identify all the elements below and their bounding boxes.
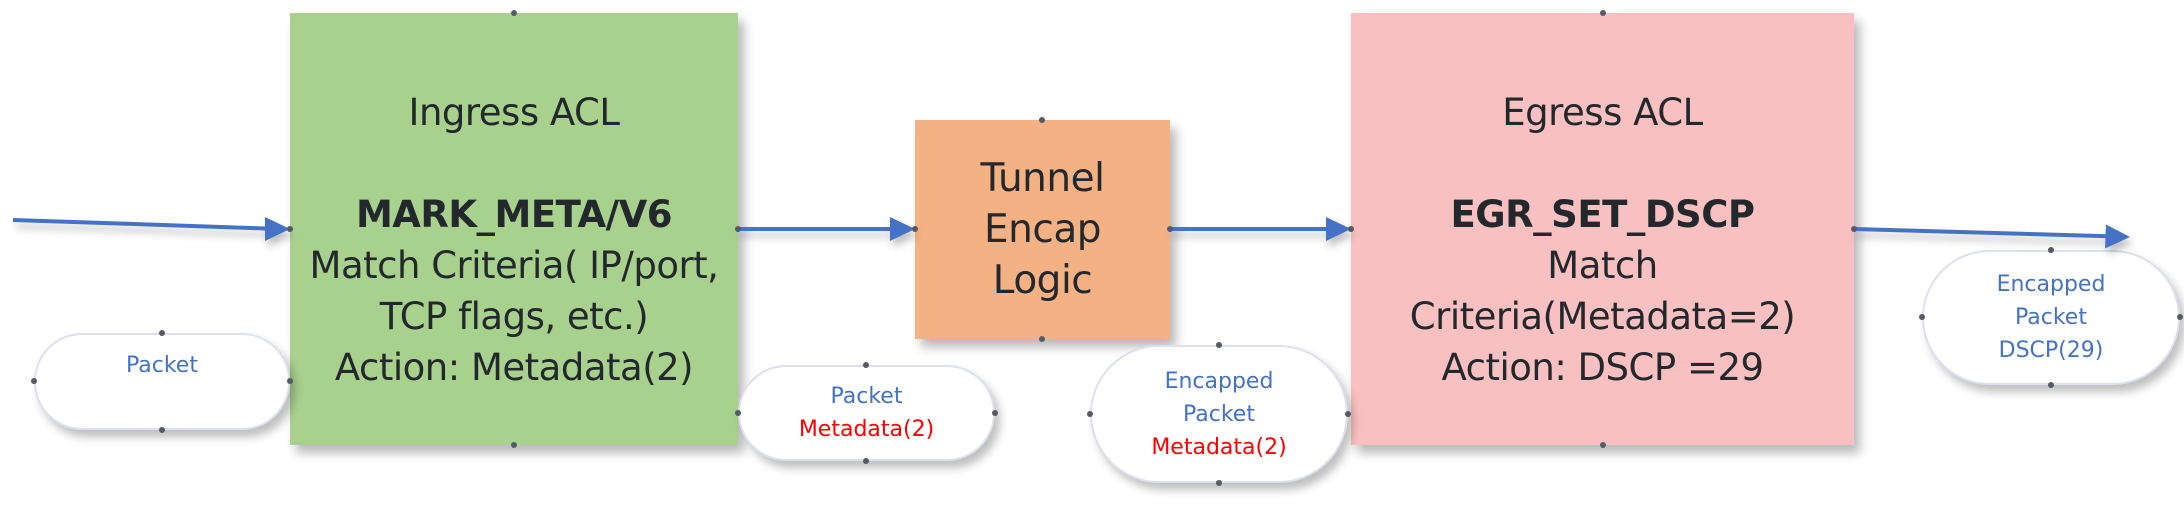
egress-acl-title: Egress ACL bbox=[1502, 91, 1703, 134]
encapped-text: Encapped bbox=[1996, 272, 2106, 297]
packet-text: Packet bbox=[2015, 305, 2087, 330]
arrowhead-icon bbox=[890, 217, 915, 241]
ingress-match-criteria-line2: TCP flags, etc.) bbox=[379, 295, 649, 338]
arrow-egress-to-output bbox=[1853, 227, 2109, 239]
connector-handle[interactable] bbox=[287, 226, 293, 232]
egress-rule-name: EGR_SET_DSCP bbox=[1450, 193, 1755, 236]
connector-handle[interactable] bbox=[1919, 314, 1925, 320]
encapped-packet-dscp-label[interactable]: Encapped Packet DSCP(29) bbox=[1922, 250, 2180, 385]
input-packet-label[interactable]: Packet bbox=[34, 333, 290, 430]
ingress-acl-box[interactable]: Ingress ACL MARK_META/V6 Match Criteria(… bbox=[290, 13, 738, 445]
connector-handle[interactable] bbox=[863, 458, 869, 464]
packet-text: Packet bbox=[830, 384, 903, 409]
egress-match-criteria-line2: Criteria(Metadata=2) bbox=[1409, 295, 1796, 338]
encapped-text: Encapped bbox=[1164, 368, 1274, 394]
tunnel-label-line1: Tunnel bbox=[980, 156, 1105, 201]
egress-acl-box[interactable]: Egress ACL EGR_SET_DSCP Match Criteria(M… bbox=[1351, 13, 1854, 445]
connector-handle[interactable] bbox=[1216, 342, 1222, 348]
connector-handle[interactable] bbox=[2177, 314, 2183, 320]
connector-handle[interactable] bbox=[1600, 10, 1606, 16]
arrowhead-icon bbox=[2105, 224, 2130, 249]
packet-text: Packet bbox=[1183, 401, 1255, 427]
egress-action: Action: DSCP =29 bbox=[1441, 346, 1764, 389]
connector-handle[interactable] bbox=[1039, 117, 1045, 123]
connector-handle[interactable] bbox=[511, 442, 517, 448]
packet-metadata-label[interactable]: Packet Metadata(2) bbox=[738, 365, 995, 461]
encapped-packet-metadata-label[interactable]: Encapped Packet Metadata(2) bbox=[1090, 345, 1348, 483]
connector-handle[interactable] bbox=[863, 362, 869, 368]
connector-handle[interactable] bbox=[2048, 247, 2054, 253]
connector-handle[interactable] bbox=[1348, 226, 1354, 232]
connector-handle[interactable] bbox=[1345, 411, 1351, 417]
dscp-text: DSCP(29) bbox=[1998, 338, 2104, 363]
connector-handle[interactable] bbox=[1600, 442, 1606, 448]
connector-handle[interactable] bbox=[1216, 480, 1222, 486]
connector-handle[interactable] bbox=[2048, 382, 2054, 388]
ingress-acl-title: Ingress ACL bbox=[408, 91, 620, 134]
arrowhead-icon bbox=[265, 217, 290, 241]
connector-handle[interactable] bbox=[912, 226, 918, 232]
tunnel-label-line3: Logic bbox=[992, 258, 1093, 303]
metadata-text: Metadata(2) bbox=[1151, 434, 1287, 460]
metadata-text: Metadata(2) bbox=[798, 417, 935, 442]
arrow-input-to-ingress bbox=[12, 218, 267, 231]
connector-handle[interactable] bbox=[1167, 226, 1173, 232]
connector-handle[interactable] bbox=[1851, 226, 1857, 232]
connector-handle[interactable] bbox=[1039, 336, 1045, 342]
egress-match-criteria-line1: Match bbox=[1547, 244, 1658, 287]
connector-handle[interactable] bbox=[735, 410, 741, 416]
connector-handle[interactable] bbox=[159, 330, 165, 336]
connector-handle[interactable] bbox=[159, 427, 165, 433]
tunnel-encap-box[interactable]: Tunnel Encap Logic bbox=[915, 120, 1170, 339]
connector-handle[interactable] bbox=[511, 10, 517, 16]
ingress-action: Action: Metadata(2) bbox=[334, 346, 694, 389]
arrowhead-icon bbox=[1326, 217, 1351, 241]
ingress-rule-name: MARK_META/V6 bbox=[355, 193, 673, 236]
ingress-match-criteria-line1: Match Criteria( IP/port, bbox=[309, 244, 719, 287]
tunnel-label-line2: Encap bbox=[984, 207, 1101, 252]
input-packet-text: Packet bbox=[126, 353, 198, 378]
connector-handle[interactable] bbox=[287, 378, 293, 384]
connector-handle[interactable] bbox=[31, 378, 37, 384]
connector-handle[interactable] bbox=[1087, 411, 1093, 417]
connector-handle[interactable] bbox=[735, 226, 741, 232]
connector-handle[interactable] bbox=[992, 410, 998, 416]
